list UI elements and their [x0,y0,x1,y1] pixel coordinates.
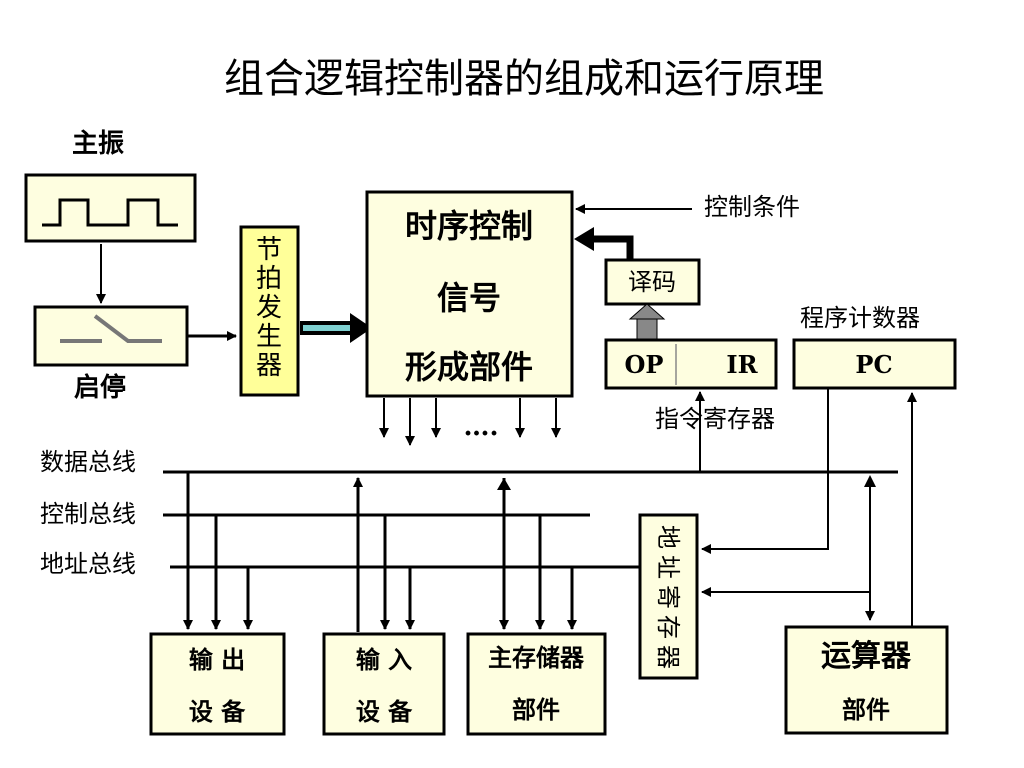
beat-generator-char: 拍 [256,264,282,294]
main-memory-line1: 主存储器 [488,643,585,672]
address-register-char: 址 [654,555,682,579]
control-signal-arrows [379,398,561,446]
address-bus-label: 地址总线 [40,550,136,578]
timing-control-line3: 形成部件 [405,348,533,386]
input-device-connections [353,477,415,632]
input-device-line1: 输 入 [356,645,412,674]
address-register-label: 地 址 寄 存 器 [654,525,682,669]
beat-generator-char: 节 [256,235,282,265]
instruction-register-box [604,338,778,390]
program-counter-text: PC [855,350,892,379]
pc-to-address-register-arrow [701,388,829,554]
ir-to-decoder-arrow [628,303,666,341]
data-bus-label: 数据总线 [40,448,136,476]
alu-data-bus-arrowhead-up [864,475,876,487]
main-memory-connections [497,478,577,630]
program-counter-label: 程序计数器 [800,304,920,332]
decoder-to-timing-arrow [590,235,634,260]
clock-box [24,173,197,243]
switch-label: 启停 [74,372,126,403]
beat-generator-char: 发 [256,293,282,323]
output-device-connections [183,472,253,630]
address-register-box [638,513,699,680]
input-device-box [322,632,446,736]
output-device-line1: 输 出 [189,645,245,674]
control-condition-label: 控制条件 [704,193,800,221]
address-register-char: 寄 [654,585,682,609]
switch-box [33,305,189,367]
address-register-char: 器 [654,645,682,669]
output-device-box [149,632,286,736]
timing-control-unit-box [365,190,574,398]
beat-generator-box [239,225,300,397]
output-device-line2: 设 备 [189,697,246,726]
input-device-line2: 设 备 [356,697,413,726]
beat-to-timing-hollow-arrow [300,313,372,343]
switch-icon [60,314,162,343]
timing-control-line2: 信号 [437,279,501,317]
timing-control-line1: 时序控制 [405,207,533,245]
main-memory-line2: 部件 [512,695,560,724]
alu-box [784,625,949,735]
op-field: OP [625,350,664,379]
address-register-char: 地 [654,525,682,549]
decoder-label: 译码 [628,268,676,296]
beat-generator-char: 生 [256,322,282,352]
control-bus-label: 控制总线 [40,500,136,528]
program-counter-box [792,338,957,390]
address-register-char: 存 [654,615,682,639]
square-wave-icon [42,198,178,227]
ir-field: IR [726,350,758,379]
alu-line2: 部件 [842,695,890,724]
beat-generator-char: 器 [256,351,282,381]
instruction-register-label: 指令寄存器 [655,405,775,433]
page-title: 组合逻辑控制器的组成和运行原理 [224,56,824,102]
main-memory-box [466,632,607,736]
signals-ellipsis: …. [463,412,498,442]
alu-line1: 运算器 [821,639,912,674]
beat-generator-label: 节 拍 发 生 器 [256,235,282,381]
clock-label: 主振 [72,129,124,159]
decoder-box [604,258,701,306]
decoder-to-timing-arrowhead [574,227,594,251]
